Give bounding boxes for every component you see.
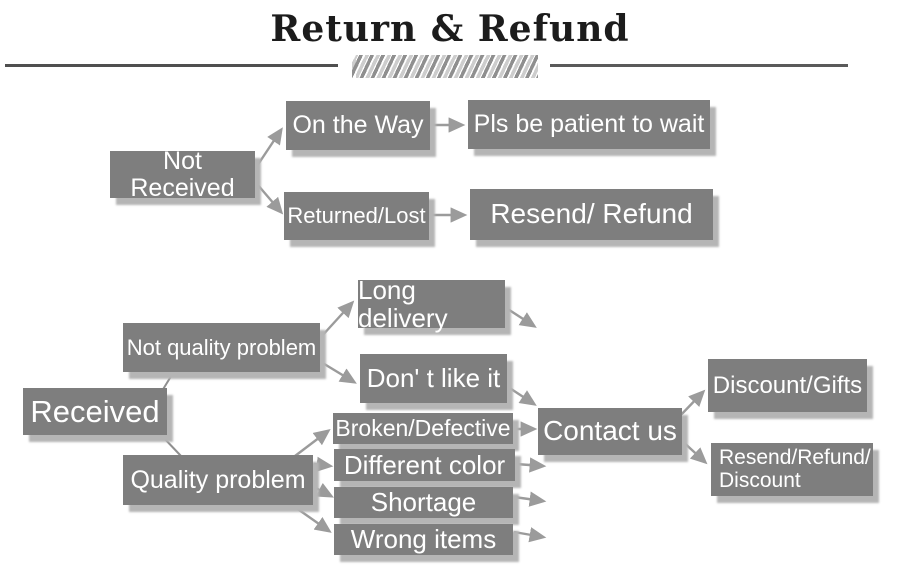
flow-edge-quality-problem-to-shortage: [313, 482, 334, 498]
flow-node-received: Received: [23, 388, 167, 435]
flow-edge-wrong-items-out: [513, 527, 547, 543]
flow-node-discount-gifts: Discount/Gifts: [708, 359, 867, 412]
flow-edge-contact-us-to-resend-refund-discount: [679, 438, 708, 465]
flow-edge-not-quality-problem-to-dont-like-it: [320, 360, 357, 384]
flow-node-long-delivery: Long delivery: [358, 276, 505, 332]
flow-node-resend-refund: Resend/ Refund: [470, 189, 713, 240]
flow-edge-not-received-to-returned-lost: [256, 183, 284, 215]
flow-node-wrong-items: Wrong items: [334, 524, 513, 555]
flow-node-not-received: Not Received: [110, 147, 255, 201]
flow-node-different-color: Different color: [334, 449, 515, 481]
page-title: Return & Refund: [270, 8, 630, 50]
flow-node-not-quality-problem: Not quality problem: [123, 323, 320, 372]
flow-node-pls-be-patient: Pls be patient to wait: [468, 100, 710, 149]
flow-node-dont-like-it: Don' t like it: [360, 354, 507, 403]
flow-edge-long-delivery-out: [499, 302, 537, 328]
flow-node-on-the-way: On the Way: [286, 101, 430, 150]
flow-node-contact-us: Contact us: [538, 408, 682, 455]
flow-edge-not-received-to-on-the-way: [256, 127, 283, 167]
flow-edge-shortage-out: [513, 491, 547, 507]
flow-edge-dont-like-it-to-contact-us: [504, 383, 537, 406]
flow-node-returned-lost: Returned/Lost: [284, 192, 429, 240]
flow-edge-received-to-quality-problem: [161, 435, 182, 457]
divider-hatch-icon: [352, 55, 538, 78]
divider-line-right: [550, 64, 848, 67]
flow-edge-not-quality-problem-to-long-delivery: [320, 300, 355, 338]
flow-node-resend-refund-discount: Resend/Refund/ Discount: [711, 443, 873, 496]
flow-node-broken-defective: Broken/Defective: [333, 413, 513, 444]
divider-line-left: [5, 64, 338, 67]
flow-edge-quality-problem-to-broken-defective: [294, 428, 331, 457]
flow-edge-quality-problem-to-wrong-items: [291, 504, 332, 533]
flow-edge-different-color-out: [515, 457, 547, 473]
flow-node-quality-problem: Quality problem: [123, 455, 313, 505]
flow-edge-quality-problem-to-different-color: [313, 456, 334, 472]
flow-node-shortage: Shortage: [334, 487, 513, 518]
